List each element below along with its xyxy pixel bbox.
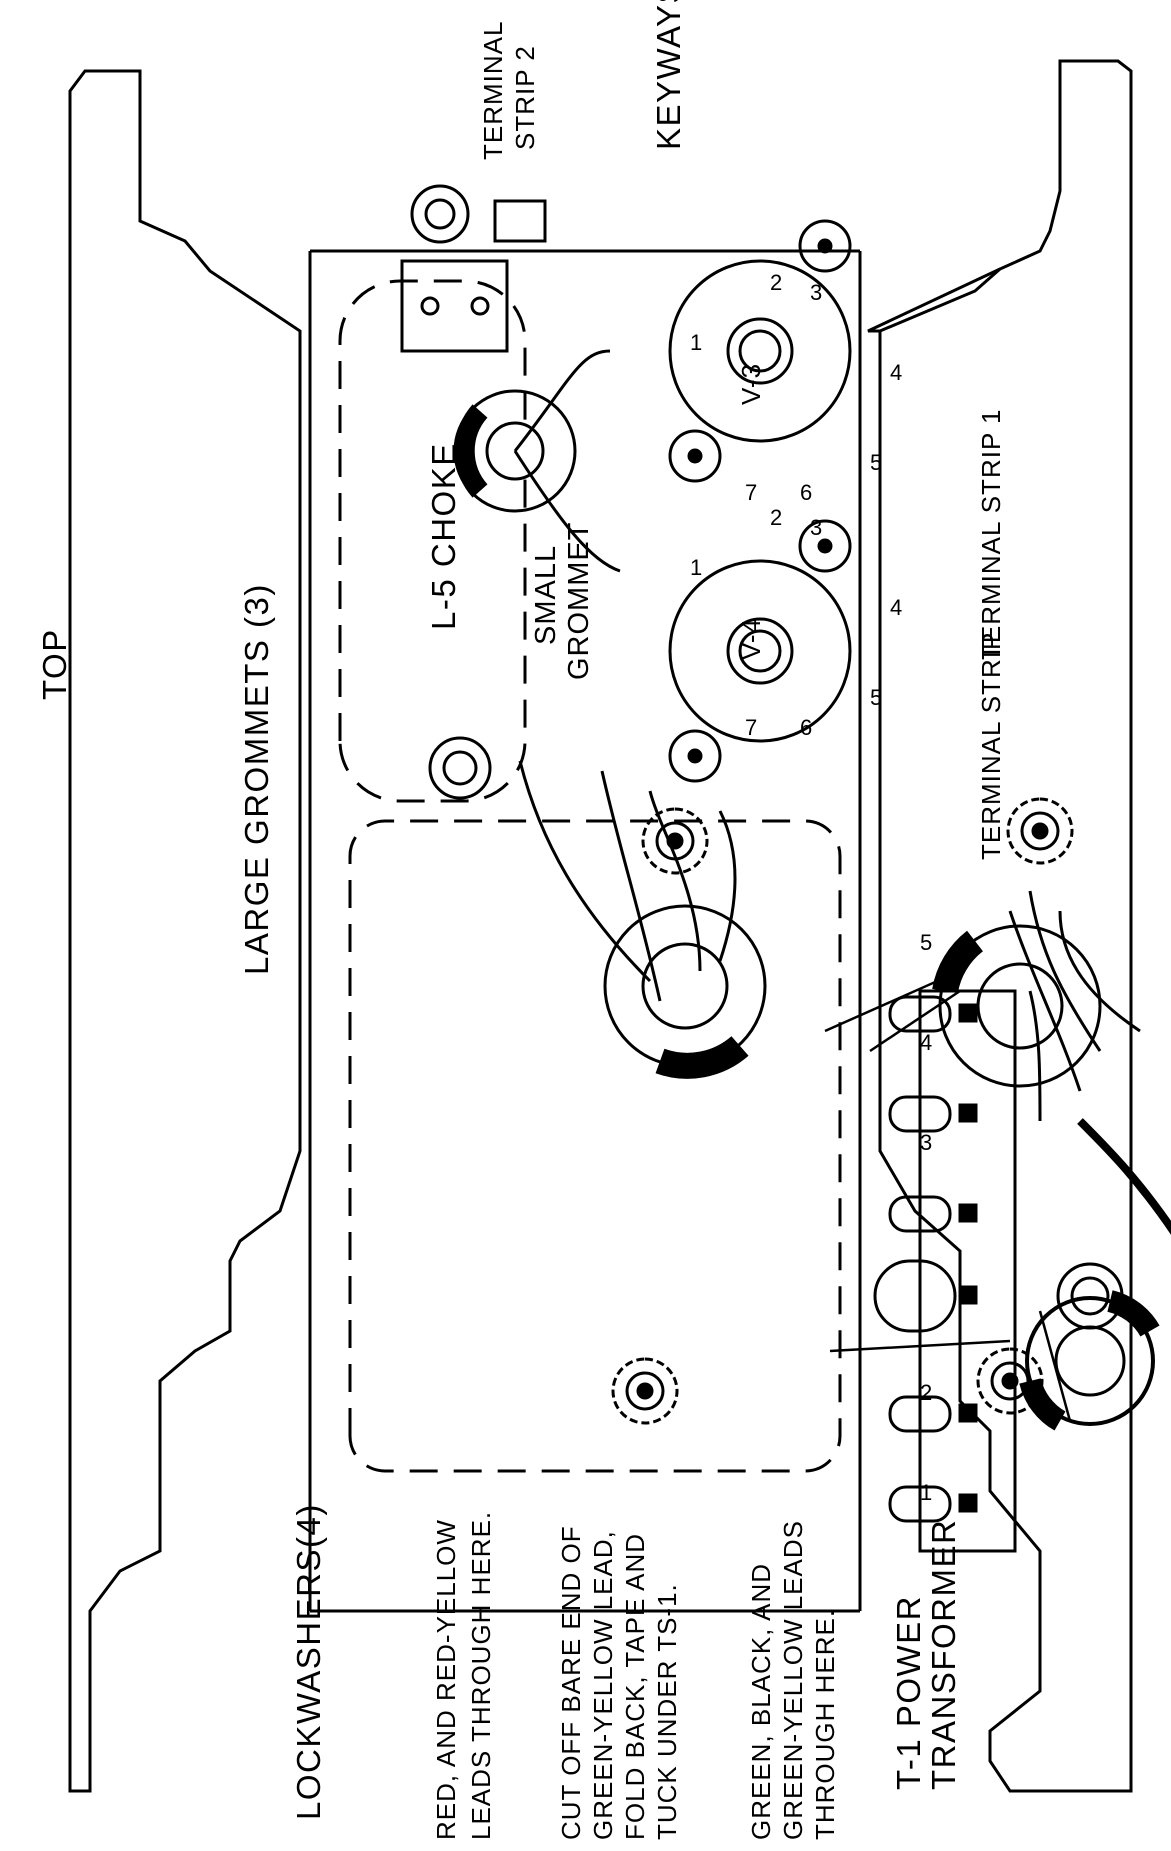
loose-grommet [1019,1290,1160,1431]
label-t1-2: TRANSFORMER [925,1519,962,1790]
label-terminal-strip-2-b: STRIP 2 [510,45,540,150]
v3-pin-numbers: 1 2 3 4 5 6 7 [690,270,902,505]
lockwasher-3 [1006,797,1074,865]
label-lockwashers: LOCKWASHERS(4) [290,1503,327,1820]
v4-pin-numbers: 1 2 3 4 5 6 7 [690,505,902,740]
ts1-number-5: 5 [920,930,932,955]
lockwasher-4 [976,1347,1044,1415]
chassis-flange-bottom [68,69,302,1793]
lockwasher-1 [611,1357,679,1425]
label-cut-off-3: FOLD BACK, TAPE AND [620,1533,650,1840]
transformer-outline [348,819,842,1473]
label-keyways: KEYWAYS [650,0,687,150]
chassis-flange-top [867,59,1133,1793]
ts1-number-4: 4 [920,1030,932,1055]
leads-green [1008,890,1171,1244]
lockwasher-2 [641,807,709,875]
small-grommet [453,349,621,573]
v4-pin-4: 4 [890,595,902,620]
v4-pin-5: 5 [870,685,882,710]
leads-red [518,760,737,1002]
label-l5-choke: L-5 CHOKE [425,442,462,630]
v3-pin-3: 3 [810,280,822,305]
large-grommet-red [603,904,767,1079]
tube-socket-v3 [668,219,852,483]
label-green-leads-2: GREEN-YELLOW LEADS [778,1520,808,1840]
v4-pin-3: 3 [810,515,822,540]
choke-nut [428,736,492,800]
terminal-strip-1 [873,989,1124,1553]
tube-socket-v4 [668,519,852,783]
label-v3: V-3 [736,363,766,405]
label-small-grommet-2: GROMMET [563,522,595,680]
v4-pin-6: 6 [800,715,812,740]
label-red-leads-2: LEADS THROUGH HERE. [466,1511,496,1840]
v3-pin-2: 2 [770,270,782,295]
label-large-grommets: LARGE GROMMETS (3) [238,583,275,975]
labels: TOP LARGE GROMMETS (3) L-5 CHOKE SMALL G… [36,0,1006,1840]
chassis-plate [308,249,862,1613]
large-grommet-green [932,924,1102,1088]
v3-pin-1: 1 [690,330,702,355]
choke-outline [338,279,527,803]
label-cut-off-4: TUCK UNDER TS-1. [652,1583,682,1840]
label-cut-off-2: GREEN-YELLOW LEAD, [588,1530,618,1840]
label-red-leads-1: RED, AND RED-YELLOW [431,1519,461,1840]
ts1-number-1: 1 [920,1480,932,1505]
ts1-number-3: 3 [920,1130,932,1155]
v3-pin-7: 7 [745,480,757,505]
ts1-number-2: 2 [920,1380,932,1405]
v4-pin-1: 1 [690,555,702,580]
label-v4: V-4 [736,618,766,660]
label-terminal-strip-2-a: TERMINAL [478,21,508,160]
label-t1-1: T-1 POWER [890,1595,927,1790]
v4-pin-2: 2 [770,505,782,530]
label-cut-off-1: CUT OFF BARE END OF [556,1525,586,1840]
v3-pin-6: 6 [800,480,812,505]
label-terminal-strip-1-bottom: TERMINAL STRIP [976,632,1006,860]
label-top: TOP [36,628,73,700]
v3-pin-5: 5 [870,450,882,475]
label-green-leads-3: THROUGH HERE. [810,1609,840,1840]
label-terminal-strip-1-side: TERMINAL STRIP 1 [976,409,1006,661]
terminal-strip-1-numbers: 1 2 3 4 5 [920,930,932,1505]
v4-pin-7: 7 [745,715,757,740]
v3-pin-4: 4 [890,360,902,385]
leader-lines [824,969,1072,1422]
terminal-strip-2 [400,184,547,353]
label-green-leads-1: GREEN, BLACK, AND [746,1563,776,1840]
label-small-grommet-1: SMALL [530,545,562,645]
